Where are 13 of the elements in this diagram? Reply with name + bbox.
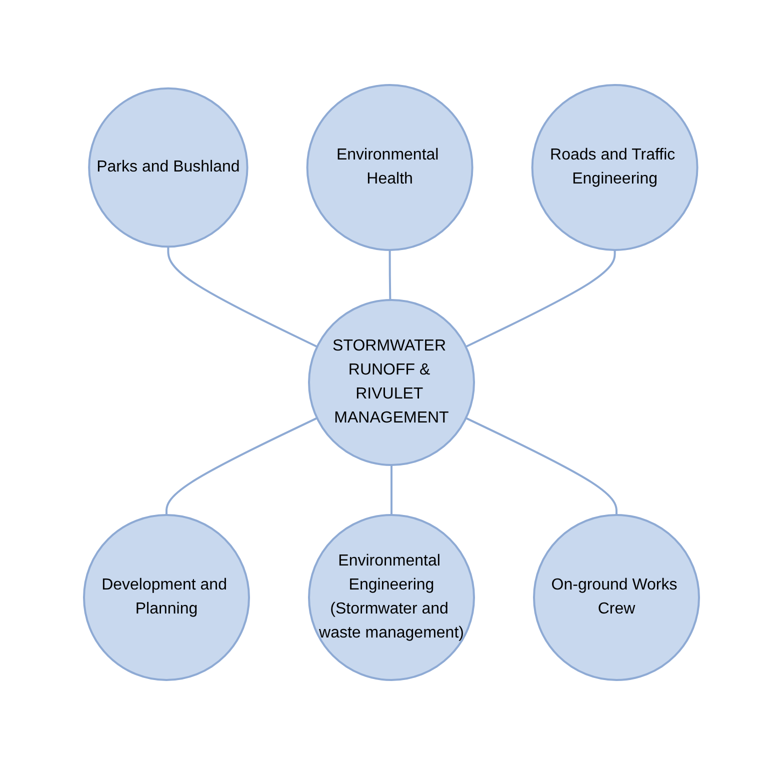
connector bbox=[166, 246, 318, 348]
node-circle: Roads and Traffic Engineering bbox=[530, 84, 698, 251]
node-circle: Environmental Health bbox=[306, 84, 473, 251]
node-circle: Development and Planning bbox=[82, 514, 250, 681]
node-circle: On-ground Works Crew bbox=[532, 514, 700, 681]
connector bbox=[465, 417, 617, 515]
node-circle: STORMWATER RUNOFF & RIVULET MANAGEMENT bbox=[308, 299, 474, 466]
node-circle: Environmental Engineering (Stormwater and waste management) bbox=[308, 514, 474, 681]
node-circle: Parks and Bushland bbox=[88, 87, 248, 248]
connector bbox=[390, 465, 392, 515]
connector bbox=[388, 250, 391, 300]
connector bbox=[165, 417, 317, 515]
connector bbox=[464, 250, 616, 348]
